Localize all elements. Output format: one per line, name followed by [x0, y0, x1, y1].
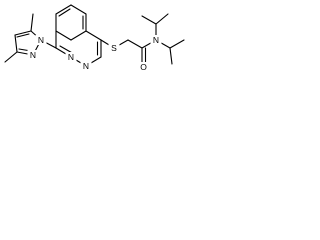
atom-label-layer: N N N N S O N [27, 35, 162, 72]
atom-o: O [138, 62, 149, 72]
bond [55, 4, 72, 15]
atom-n-pyrazole-2: N [27, 50, 39, 60]
atom-s: S [108, 43, 120, 53]
bond-methyl [4, 51, 18, 63]
bond-double-inner [16, 33, 30, 38]
molecule-structure: N N N N S O N [4, 4, 185, 72]
atom-label-background [150, 35, 162, 45]
bond-methyl [30, 13, 34, 32]
bond [14, 34, 18, 53]
bond [169, 47, 173, 65]
bond [141, 15, 157, 25]
atom-label-text: N [153, 35, 159, 45]
atom-label-text: N [30, 50, 36, 60]
atom-label-background [80, 61, 92, 71]
atom-n-phthalazine-2: N [80, 61, 92, 71]
bond [55, 30, 72, 41]
atom-label-text: N [38, 35, 44, 45]
atom-label-background [108, 43, 120, 53]
bond [70, 4, 87, 15]
bond [169, 39, 185, 49]
atom-label-text: N [83, 61, 89, 71]
atom-label-text: S [111, 43, 117, 53]
bond [70, 30, 87, 41]
atom-n-pyrazole-1: N [35, 35, 47, 45]
bond [127, 39, 143, 49]
atom-label-text: N [68, 52, 74, 62]
bond [85, 30, 102, 41]
atom-label-background [27, 50, 39, 60]
atom-label-background [65, 52, 77, 62]
atom-label-background [35, 35, 47, 45]
atom-label-text: O [140, 62, 147, 72]
atom-n-amide: N [150, 35, 162, 45]
bond-double-inner [58, 8, 71, 17]
atom-label-background [138, 62, 149, 72]
bond [14, 30, 32, 36]
bond [155, 13, 169, 25]
atom-n-phthalazine-3: N [65, 52, 77, 62]
